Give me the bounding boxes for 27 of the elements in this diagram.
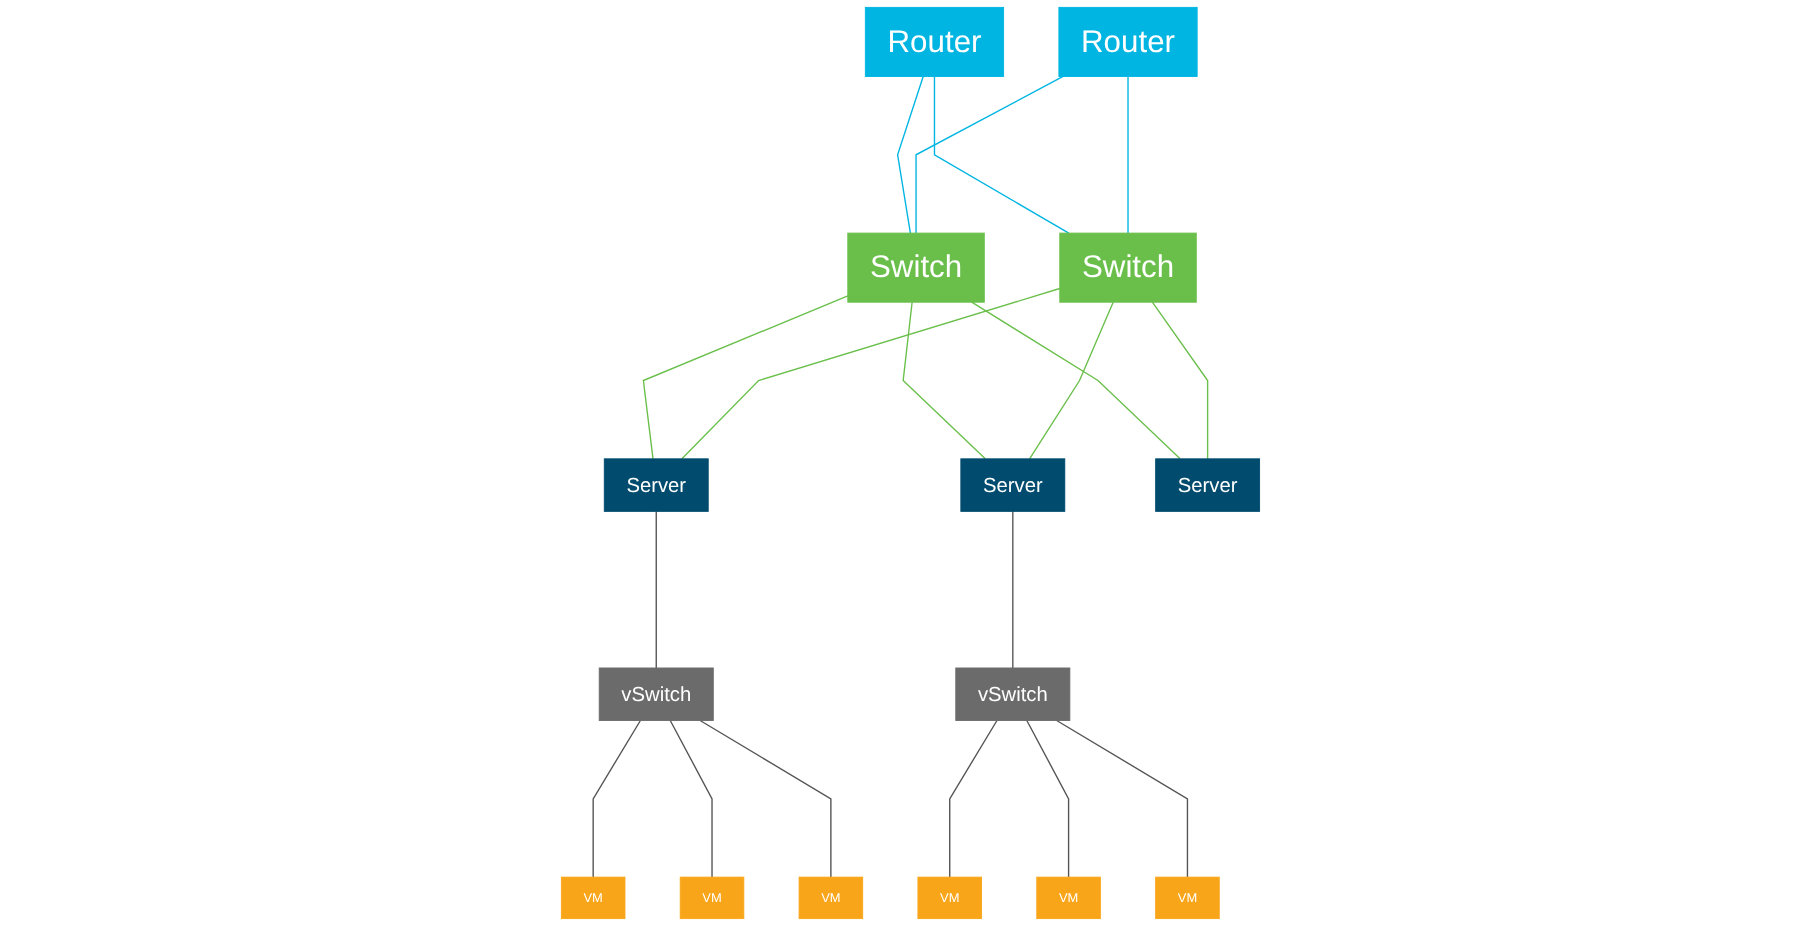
connector — [591, 719, 641, 878]
connector — [948, 719, 998, 878]
connector — [933, 75, 1069, 234]
connector — [1011, 510, 1013, 669]
connector — [1126, 75, 1129, 234]
connector — [655, 510, 657, 669]
connector — [901, 301, 986, 460]
node-box: vSwitch — [598, 667, 714, 721]
connector — [669, 719, 713, 878]
connector — [1055, 719, 1188, 878]
node-box: vSwitch — [954, 667, 1070, 721]
connector — [914, 75, 1064, 234]
node-box: Switch — [846, 232, 985, 303]
connector — [642, 295, 848, 460]
node-box: Router — [1057, 6, 1198, 77]
node-box: Server — [1154, 458, 1260, 512]
connector — [1025, 719, 1069, 878]
node-box: Router — [864, 6, 1004, 77]
node-box: Server — [959, 458, 1065, 512]
node-box: Server — [603, 458, 709, 512]
connector — [1151, 301, 1208, 460]
node-box: Switch — [1058, 232, 1197, 303]
connector — [896, 75, 924, 234]
connector — [970, 301, 1181, 460]
connector — [1028, 301, 1114, 460]
connector — [698, 719, 832, 878]
connector — [680, 287, 1060, 460]
